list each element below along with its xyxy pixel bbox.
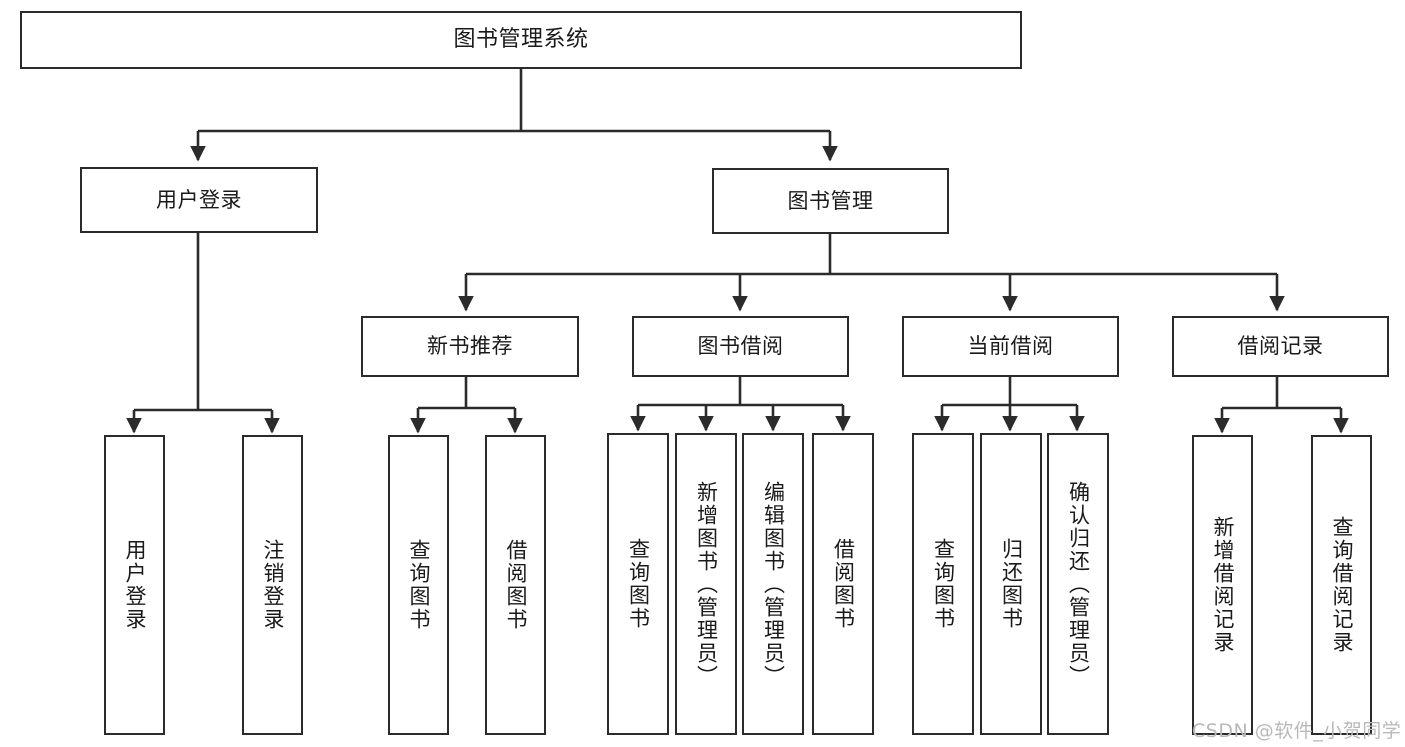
csdn-watermark: CSDN @软件_小贺同学 [1192, 720, 1402, 742]
node-leaf-add-book-label: 新增图书（管理员） [694, 480, 719, 688]
node-leaf-return-book[interactable]: 归还图书 [980, 433, 1042, 735]
node-leaf-logout-label: 注销登录 [261, 539, 285, 631]
node-book-borrow-label: 图书借阅 [697, 334, 784, 359]
node-leaf-add-record-label: 新增借阅记录 [1211, 516, 1235, 654]
node-leaf-query-book-3-label: 查询图书 [931, 538, 956, 630]
node-borrow-record[interactable]: 借阅记录 [1172, 316, 1389, 377]
node-current-borrow-label: 当前借阅 [967, 334, 1054, 359]
node-book-borrow[interactable]: 图书借阅 [632, 316, 849, 377]
node-leaf-logout[interactable]: 注销登录 [242, 435, 303, 735]
node-leaf-add-record[interactable]: 新增借阅记录 [1192, 435, 1253, 735]
node-root-label: 图书管理系统 [453, 27, 589, 53]
node-leaf-return-book-label: 归还图书 [999, 538, 1024, 630]
node-leaf-confirm-return[interactable]: 确认归还（管理员） [1047, 433, 1109, 735]
node-leaf-query-book-1[interactable]: 查询图书 [388, 435, 449, 735]
node-leaf-edit-book[interactable]: 编辑图书（管理员） [742, 433, 804, 735]
node-user-login-label: 用户登录 [156, 187, 242, 212]
node-leaf-edit-book-label: 编辑图书（管理员） [761, 480, 786, 688]
node-leaf-query-record-label: 查询借阅记录 [1330, 516, 1354, 654]
node-leaf-borrow-book-1-label: 借阅图书 [504, 539, 528, 631]
node-leaf-query-book-2[interactable]: 查询图书 [607, 433, 669, 735]
node-new-book-recommend-label: 新书推荐 [427, 334, 513, 359]
node-leaf-user-login-label: 用户登录 [123, 539, 147, 631]
node-borrow-record-label: 借阅记录 [1237, 334, 1324, 359]
node-book-management[interactable]: 图书管理 [712, 168, 949, 234]
node-leaf-borrow-book-2[interactable]: 借阅图书 [812, 433, 874, 735]
node-leaf-borrow-book-1[interactable]: 借阅图书 [485, 435, 546, 735]
node-leaf-user-login[interactable]: 用户登录 [104, 435, 165, 735]
node-leaf-query-record[interactable]: 查询借阅记录 [1311, 435, 1372, 735]
node-root[interactable]: 图书管理系统 [20, 11, 1022, 69]
node-leaf-borrow-book-2-label: 借阅图书 [831, 538, 856, 630]
node-user-login[interactable]: 用户登录 [80, 167, 318, 233]
node-leaf-query-book-1-label: 查询图书 [407, 539, 431, 631]
node-current-borrow[interactable]: 当前借阅 [902, 316, 1119, 377]
node-leaf-query-book-3[interactable]: 查询图书 [912, 433, 974, 735]
node-new-book-recommend[interactable]: 新书推荐 [361, 316, 579, 377]
node-leaf-confirm-return-label: 确认归还（管理员） [1066, 480, 1091, 688]
node-book-management-label: 图书管理 [787, 188, 874, 213]
node-leaf-add-book[interactable]: 新增图书（管理员） [675, 433, 737, 735]
node-leaf-query-book-2-label: 查询图书 [626, 538, 651, 630]
